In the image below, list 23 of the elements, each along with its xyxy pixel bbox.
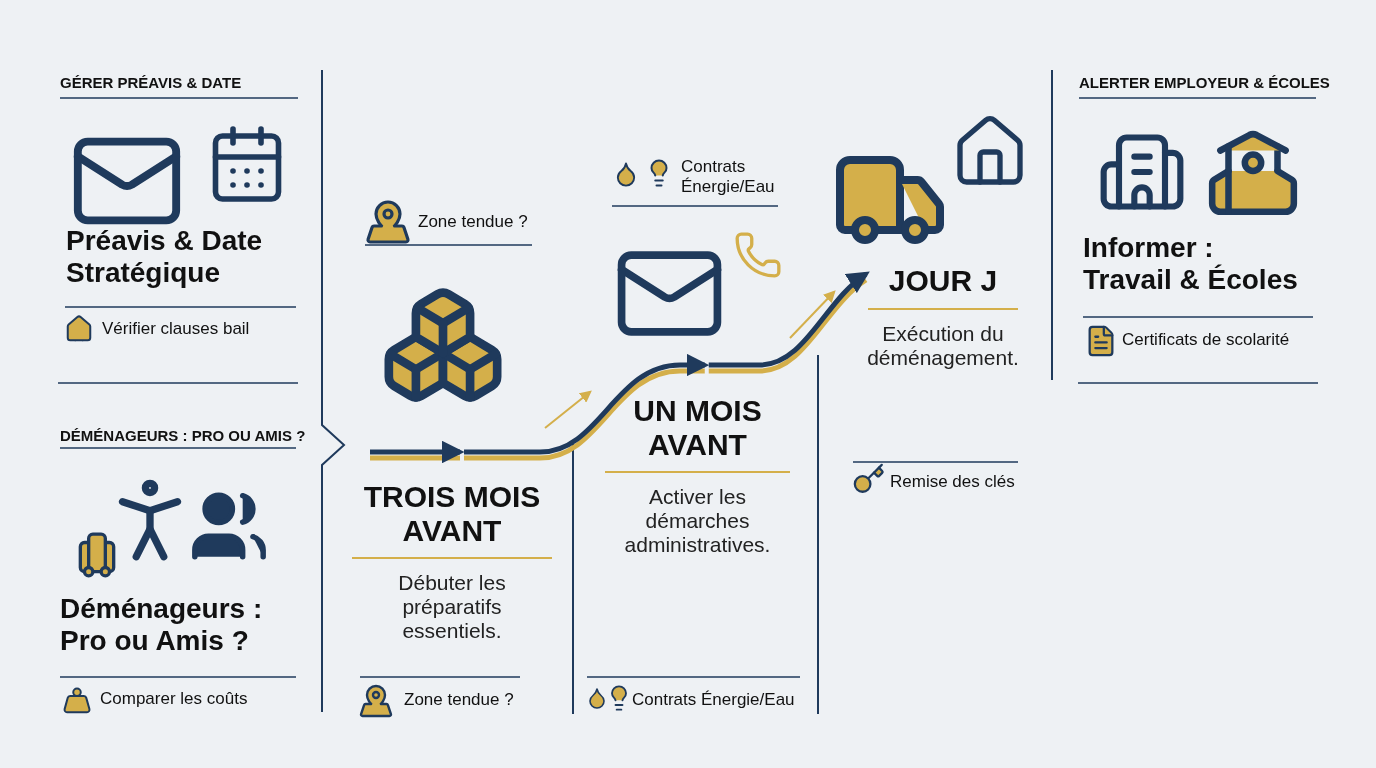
note-text: Contrats Énergie/Eau [681, 157, 776, 198]
stage-description: Activer les démarches administratives. [623, 485, 772, 558]
timeline-arrow [464, 353, 710, 461]
note-text: Zone tendue ? [418, 212, 529, 233]
note-text: Remise des clés [890, 472, 1016, 493]
section-title: Déménageurs : Pro ou Amis ? [60, 593, 264, 658]
note-text: Certificats de scolarité [1122, 330, 1291, 351]
stage-description: Débuter les préparatifs essentiels. [397, 571, 507, 644]
stage-title: UN MOIS AVANT [605, 394, 790, 474]
note-text: Vérifier clauses bail [102, 319, 251, 340]
stage-description: Exécution du déménagement. [867, 321, 1019, 370]
section-heading: GÉRER PRÉAVIS & DATE [60, 74, 243, 92]
stage-title: JOUR J [868, 264, 1018, 310]
section-title: Informer : Travail & Écoles [1083, 232, 1298, 297]
section-title: Préavis & Date Stratégique [66, 225, 264, 290]
stage-title: TROIS MOIS AVANT [352, 480, 552, 560]
timeline-arrow [370, 440, 465, 464]
timeline-arrow [708, 271, 870, 374]
note-text: Comparer les coûts [100, 689, 249, 710]
note-text: Zone tendue ? [404, 690, 515, 711]
section-heading: ALERTER EMPLOYEUR & ÉCOLES [1079, 74, 1331, 92]
section-heading: DÉMÉNAGEURS : PRO OU AMIS ? [60, 427, 307, 445]
note-text: Contrats Énergie/Eau [632, 690, 796, 711]
